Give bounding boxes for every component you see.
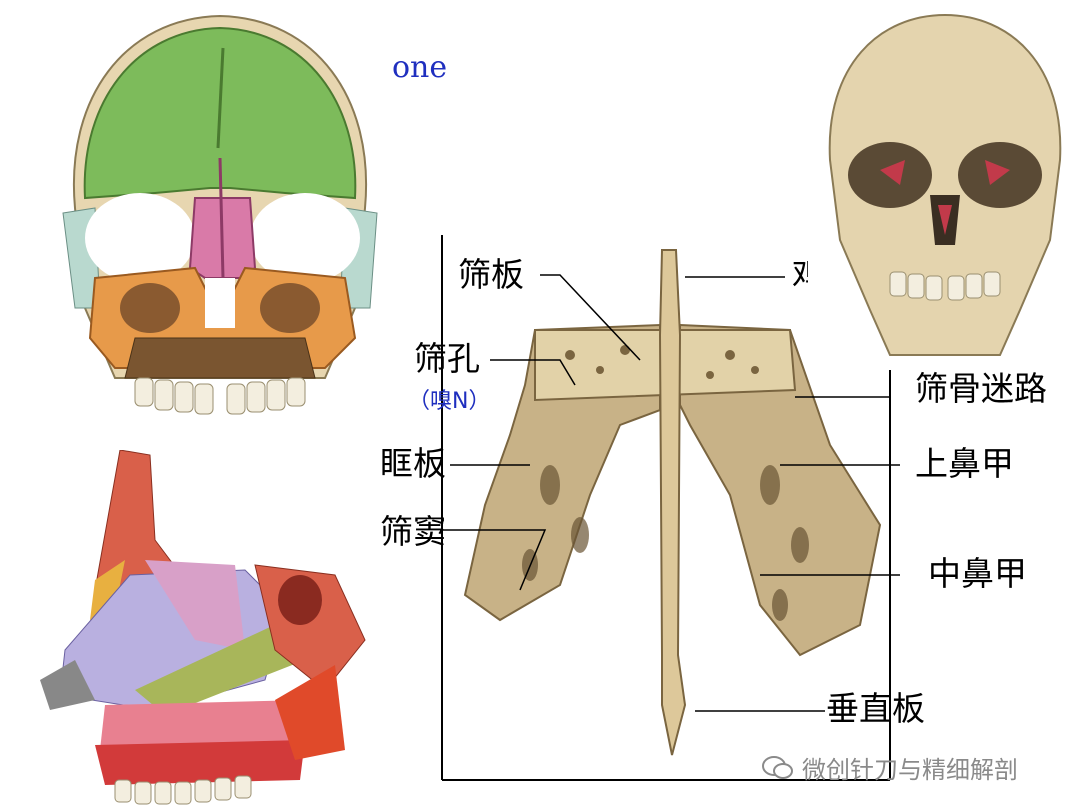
label-orbital-plate: 眶板: [380, 444, 446, 483]
label-superior-concha: 上鼻甲: [915, 444, 1014, 483]
title-fragment: one: [392, 50, 448, 85]
watermark: 微创针刀与精细解剖: [762, 750, 1018, 785]
ethmoid-bone-figure: [440, 235, 900, 785]
wechat-icon: [762, 755, 793, 779]
label-cribriform-foramina: 筛孔: [414, 339, 480, 378]
frontal-skull-view: [820, 10, 1070, 365]
label-perpendicular-plate: 垂直板: [826, 689, 925, 728]
label-cribriform-plate: 筛板: [458, 255, 524, 294]
watermark-text: 微创针刀与精细解剖: [802, 756, 1018, 784]
sagittal-nasal-view: [35, 450, 380, 805]
coronal-skull-section: [55, 8, 385, 418]
label-middle-concha: 中鼻甲: [928, 554, 1027, 593]
label-ethmoid-sinus: 筛窦: [380, 512, 446, 551]
label-olfactory-note: （嗅N）: [408, 389, 491, 414]
label-ethmoid-labyrinth: 筛骨迷路: [915, 369, 1047, 408]
label-crista-galli-cut: 鸡: [792, 258, 808, 291]
